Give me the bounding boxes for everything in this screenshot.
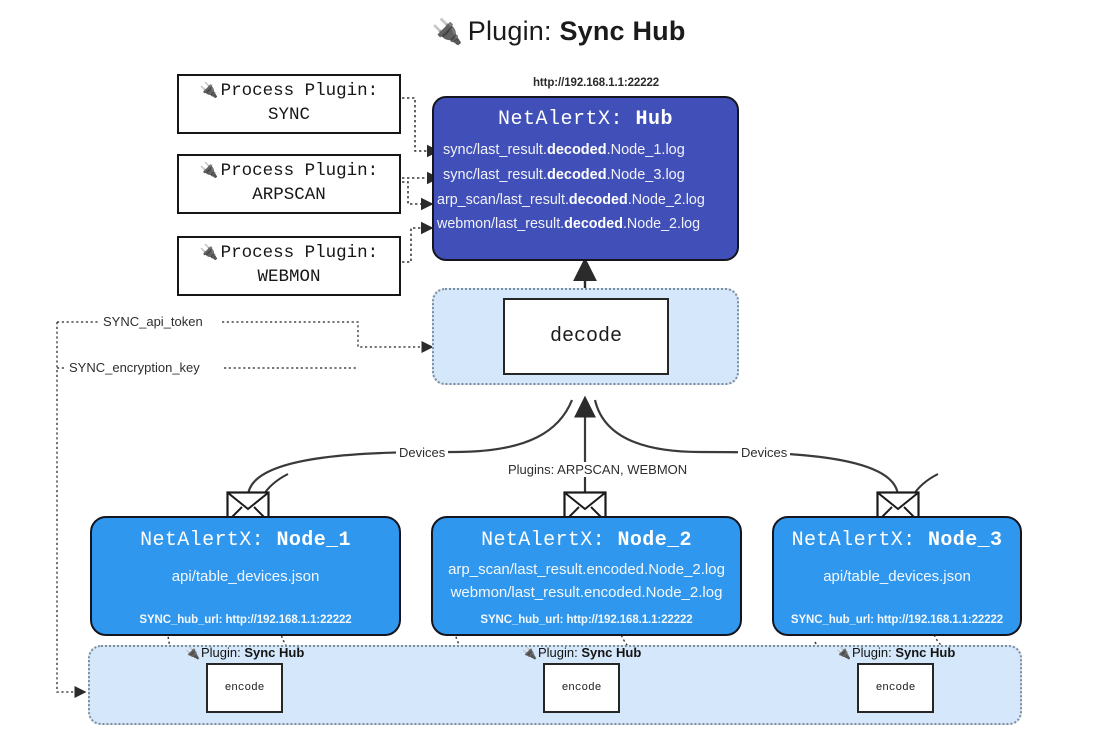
hub-log-line: arp_scan/last_result.decoded.Node_2.log — [437, 191, 705, 208]
node-footer: SYNC_hub_url: http://192.168.1.1:22222 — [480, 614, 693, 626]
process-plugin-sync[interactable]: 🔌Process Plugin: SYNC — [177, 74, 401, 134]
node-box-node-2[interactable]: NetAlertX: Node_2 arp_scan/last_result.e… — [431, 516, 742, 636]
setting-api-token-label: SYNC_api_token — [100, 314, 206, 329]
hub-log-line: sync/last_result.decoded.Node_3.log — [443, 166, 685, 183]
plug-icon: 🔌 — [199, 81, 219, 100]
node-footer: SYNC_hub_url: http://192.168.1.1:22222 — [139, 614, 352, 626]
node-line: api/table_devices.json — [823, 568, 971, 585]
hub-title: NetAlertX: Hub — [497, 108, 674, 131]
encode-label: encode — [224, 682, 265, 694]
process-plugin-label: 🔌Process Plugin: — [199, 81, 379, 102]
encoder-plugin-tag: 🔌Plugin: Sync Hub — [522, 645, 642, 660]
plug-icon: 🔌 — [199, 161, 219, 180]
hub-log-line: webmon/last_result.decoded.Node_2.log — [437, 216, 701, 233]
node-line: webmon/last_result.encoded.Node_2.log — [450, 584, 723, 602]
node-box-node-1[interactable]: NetAlertX: Node_1 api/table_devices.json… — [90, 516, 401, 636]
process-plugin-arpscan[interactable]: 🔌Process Plugin: ARPSCAN — [177, 154, 401, 214]
hub-log-list: sync/last_result.decoded.Node_1.log sync… — [434, 138, 737, 237]
node-title: NetAlertX: Node_1 — [140, 529, 351, 552]
process-plugin-webmon[interactable]: 🔌Process Plugin: WEBMON — [177, 236, 401, 296]
encode-box[interactable]: encode — [206, 663, 283, 713]
plug-icon: 🔌 — [836, 646, 851, 660]
setting-encryption-key-label: SYNC_encryption_key — [66, 360, 203, 375]
node-title: NetAlertX: Node_2 — [481, 529, 692, 552]
decode-label: decode — [549, 325, 622, 348]
edge-label-plugins-center: Plugins: ARPSCAN, WEBMON — [505, 462, 691, 477]
node-box-node-3[interactable]: NetAlertX: Node_3 api/table_devices.json… — [772, 516, 1022, 636]
node-title: NetAlertX: Node_3 — [791, 529, 1003, 552]
node-line: api/table_devices.json — [171, 568, 320, 585]
decode-box[interactable]: decode — [503, 298, 669, 375]
process-plugin-label: 🔌Process Plugin: — [199, 161, 379, 182]
page-title: 🔌Plugin: Sync Hub — [0, 16, 1117, 47]
encode-label: encode — [875, 682, 916, 694]
process-plugin-label: 🔌Process Plugin: — [199, 243, 379, 264]
process-plugin-name: ARPSCAN — [252, 185, 326, 205]
encode-box[interactable]: encode — [857, 663, 934, 713]
process-plugin-name: WEBMON — [257, 267, 321, 287]
title-name: Sync Hub — [559, 16, 686, 46]
encoder-plugin-tag: 🔌Plugin: Sync Hub — [185, 645, 305, 660]
hub-log-line: sync/last_result.decoded.Node_1.log — [443, 142, 685, 158]
process-plugin-name: SYNC — [267, 105, 310, 125]
node-footer: SYNC_hub_url: http://192.168.1.1:22222 — [790, 614, 1004, 626]
encode-box[interactable]: encode — [543, 663, 620, 713]
encode-label: encode — [561, 682, 602, 694]
plug-icon: 🔌 — [185, 646, 200, 660]
encoder-plugin-tag: 🔌Plugin: Sync Hub — [836, 645, 956, 660]
edge-label-devices-left: Devices — [396, 445, 449, 460]
plug-icon: 🔌 — [522, 646, 537, 660]
edge-label-devices-right: Devices — [738, 445, 791, 460]
title-prefix: Plugin: — [467, 16, 552, 46]
plug-icon: 🔌 — [431, 18, 463, 46]
node-line: arp_scan/last_result.encoded.Node_2.log — [448, 561, 725, 578]
plug-icon: 🔌 — [199, 243, 219, 262]
hub-url-label: http://192.168.1.1:22222 — [533, 77, 660, 89]
hub-box[interactable]: NetAlertX: Hub sync/last_result.decoded.… — [432, 96, 739, 261]
